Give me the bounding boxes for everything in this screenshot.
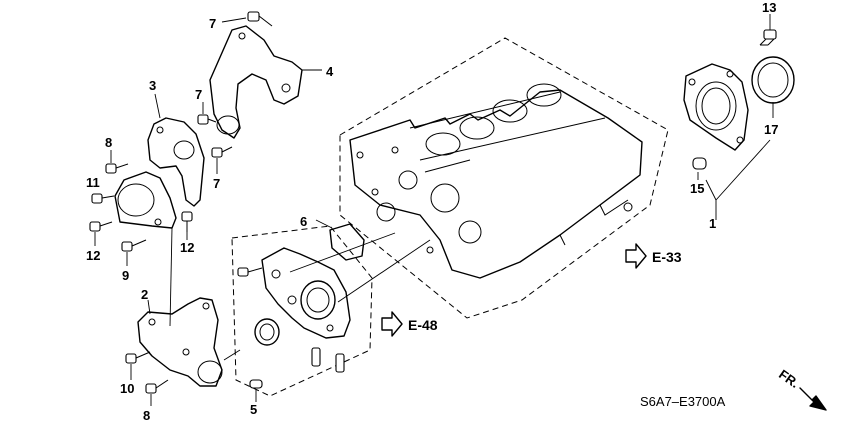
callout-17: 17	[764, 122, 778, 137]
bolt-8-lower	[145, 379, 169, 406]
bolt-7-low	[211, 146, 233, 174]
callout-12-left: 12	[86, 248, 100, 263]
bolt-12-left	[89, 221, 113, 246]
bolt-8-upper	[105, 150, 129, 174]
pump-connect-line-2	[337, 239, 431, 303]
ref-e48-label[interactable]: E-48	[408, 317, 438, 333]
callouts: 1 2 3 4 5 6 7 7 7 8 8 9 10 11 12 12 13 1…	[86, 0, 778, 423]
back-cover	[114, 171, 177, 229]
cover-connect-line	[169, 227, 173, 327]
callout-13: 13	[762, 0, 776, 15]
front-label: FR.	[776, 367, 802, 391]
callout-6: 6	[300, 214, 307, 229]
oil-pump-group	[231, 225, 373, 402]
upper-timing-cover	[209, 25, 322, 139]
pump-gasket	[315, 219, 365, 261]
ref-arrow-e48[interactable]: E-48	[381, 311, 438, 337]
callout-7-mid: 7	[195, 87, 202, 102]
callout-10: 10	[120, 381, 134, 396]
pump-connect-line	[289, 232, 396, 273]
callout-9: 9	[122, 268, 129, 283]
bolt-12-right	[181, 211, 193, 240]
diagram-code: S6A7–E3700A	[640, 394, 726, 409]
rear-seal-group	[683, 14, 795, 220]
engine-block	[339, 37, 669, 319]
callout-12-right: 12	[180, 240, 194, 255]
callout-15: 15	[690, 181, 704, 196]
bolt-9	[121, 239, 147, 266]
ref-arrow-e33[interactable]: E-33	[625, 243, 682, 269]
middle-timing-cover	[147, 93, 205, 207]
callout-7-top: 7	[209, 16, 216, 31]
bolt-11	[91, 193, 115, 204]
callout-1: 1	[709, 216, 716, 231]
callout-8-upper: 8	[105, 135, 112, 150]
front-direction-indicator: FR.	[776, 367, 827, 411]
callout-5: 5	[250, 402, 257, 417]
callout-8-lower: 8	[143, 408, 150, 423]
ref-e33-label[interactable]: E-33	[652, 249, 682, 265]
callout-7-low: 7	[213, 176, 220, 191]
cover-connect-line-2	[223, 349, 241, 361]
callout-2: 2	[141, 287, 148, 302]
callout-11: 11	[86, 175, 100, 190]
lower-timing-cover	[137, 297, 223, 387]
callout-3: 3	[149, 78, 156, 93]
bolt-7-mid	[197, 102, 217, 125]
callout-4: 4	[326, 64, 334, 79]
bolt-10	[125, 351, 151, 380]
bolt-7-top	[221, 11, 273, 27]
